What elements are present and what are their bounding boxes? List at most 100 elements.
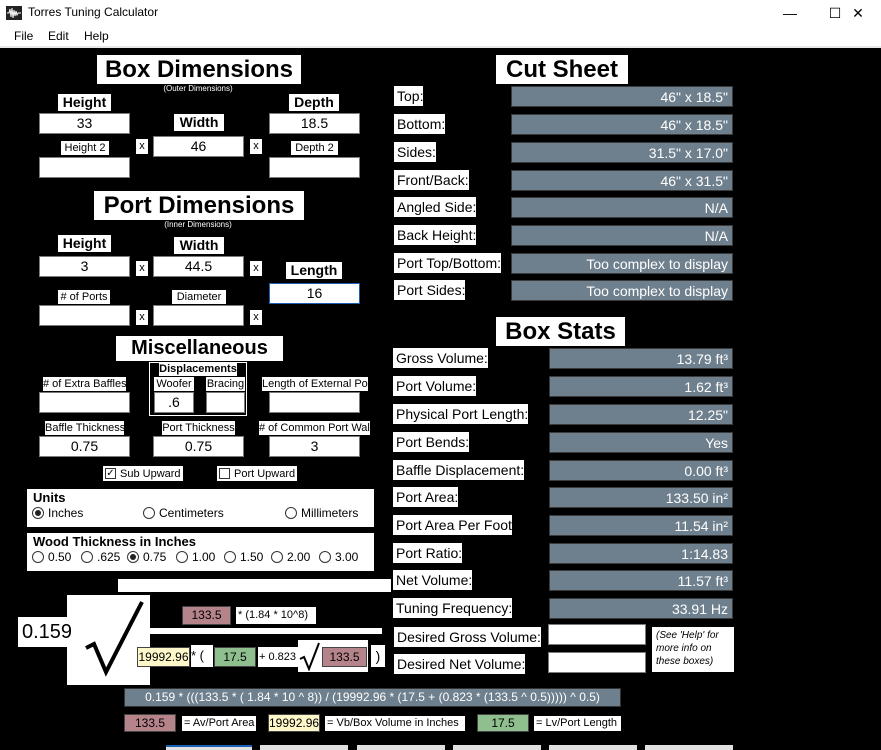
extra-baffles-input[interactable] [39, 392, 130, 413]
common-port-walls-label: # of Common Port Walls [259, 421, 370, 435]
stat-label-port-bends: Port Bends: [393, 432, 470, 452]
box-height-input[interactable]: 33 [39, 113, 130, 134]
units-title: Units [33, 490, 66, 505]
close-button[interactable]: ✕ [835, 0, 881, 26]
box-height-label: Height [58, 94, 111, 111]
box-stats-title: Box Stats [496, 317, 625, 346]
box-height2-input[interactable] [39, 157, 130, 178]
wood-option-label: 1.50 [240, 550, 264, 564]
port-thickness-input[interactable]: 0.75 [153, 436, 244, 457]
extra-baffles-label: # of Extra Baffles [43, 377, 126, 391]
box-depth2-input[interactable] [269, 157, 360, 178]
stat-label-port-area-per-foot: Port Area Per Foot [393, 515, 512, 535]
wood-300-radio[interactable]: 3.00 [319, 550, 358, 564]
external-port-input[interactable] [269, 392, 360, 413]
cut-value-bottom: 46" x 18.5" [511, 114, 733, 135]
desired-net-volume-input[interactable] [548, 652, 646, 673]
legend-vb-label: = Vb/Box Volume in Inches [325, 716, 465, 731]
cut-label-top: Top: [394, 86, 424, 106]
port-height-input[interactable]: 3 [39, 256, 130, 277]
bottom-button-2[interactable] [260, 745, 348, 750]
port-upward-checkbox[interactable]: Port Upward [217, 466, 298, 481]
cut-value-angled-side: N/A [511, 197, 733, 218]
wood-075-radio[interactable]: 0.75 [127, 550, 166, 564]
cut-sheet-list: Top: 46" x 18.5" Bottom: 46" x 18.5" Sid… [393, 86, 743, 306]
num-ports-input[interactable] [39, 305, 130, 326]
port-upward-label: Port Upward [234, 467, 296, 480]
bottom-button-4[interactable] [453, 745, 541, 750]
app-waveform-icon [6, 6, 22, 20]
box-dimensions-subtitle: (Outer Dimensions) [163, 84, 233, 93]
cut-label-port-top-bottom: Port Top/Bottom: [394, 253, 502, 273]
box-width-input[interactable]: 46 [153, 136, 244, 157]
units-centimeters-radio[interactable]: Centimeters [143, 506, 224, 520]
full-formula-display: 0.159 * (((133.5 * ( 1.84 * 10 ^ 8)) / (… [124, 688, 621, 707]
port-dimensions-subtitle: (Inner Dimensions) [164, 220, 232, 229]
stat-value-port-volume: 1.62 ft³ [549, 376, 733, 397]
menu-edit[interactable]: Edit [48, 29, 69, 43]
wood-050-radio[interactable]: 0.50 [32, 550, 71, 564]
wood-200-radio[interactable]: 2.00 [271, 550, 310, 564]
bottom-button-1[interactable] [166, 745, 252, 750]
wood-0625-radio[interactable]: .625 [81, 550, 120, 564]
legend-lv-label: = Lv/Port Length [534, 716, 621, 731]
units-inches-radio[interactable]: Inches [32, 506, 83, 520]
cut-label-angled-side: Angled Side: [394, 197, 477, 217]
close-icon: ✕ [852, 4, 864, 21]
maximize-button[interactable]: ☐ [812, 0, 858, 26]
wood-option-label: 1.00 [192, 550, 216, 564]
woofer-input[interactable]: .6 [154, 392, 194, 413]
multiply-sign: x [136, 139, 148, 154]
units-group: Units Inches Centimeters Millimeters [27, 489, 374, 527]
cut-label-front-back: Front/Back: [394, 170, 469, 190]
baffle-thickness-input[interactable]: 0.75 [39, 436, 130, 457]
maximize-icon: ☐ [828, 4, 842, 21]
stat-label-gross-volume: Gross Volume: [393, 348, 488, 368]
box-dimensions-title: Box Dimensions [97, 55, 301, 84]
fraction-line [148, 628, 382, 634]
cut-value-back-height: N/A [511, 225, 733, 246]
stat-value-tuning-frequency: 33.91 Hz [549, 598, 733, 619]
bottom-button-5[interactable] [549, 745, 637, 750]
title-bar: Torres Tuning Calculator — ☐ ✕ [0, 0, 881, 26]
wood-option-label: 0.50 [48, 550, 72, 564]
cut-label-sides: Sides: [394, 142, 436, 162]
desired-gross-volume-input[interactable] [548, 624, 646, 645]
common-port-walls-input[interactable]: 3 [269, 436, 360, 457]
legend-vb-value: 19992.96 [268, 714, 320, 732]
desired-net-volume-label: Desired Net Volume: [394, 654, 526, 674]
wood-150-radio[interactable]: 1.50 [224, 550, 263, 564]
port-length-input[interactable]: 16 [269, 283, 360, 304]
stat-label-port-ratio: Port Ratio: [393, 543, 463, 563]
baffle-thickness-label: Baffle Thickness [45, 421, 124, 435]
port-height-label: Height [58, 235, 111, 252]
stat-value-port-area: 133.50 in² [549, 487, 733, 508]
port-length-label: Length [286, 262, 342, 279]
units-centimeters-label: Centimeters [159, 506, 224, 520]
bottom-button-6[interactable] [645, 745, 733, 750]
wood-option-label: 3.00 [335, 550, 359, 564]
stat-value-port-area-per-foot: 11.54 in² [549, 515, 733, 536]
bracing-input[interactable] [206, 392, 245, 413]
bottom-button-3[interactable] [357, 745, 445, 750]
wood-option-label: 2.00 [287, 550, 311, 564]
sub-upward-checkbox[interactable]: ✓ Sub Upward [103, 466, 183, 481]
radio-icon [224, 551, 236, 563]
diameter-input[interactable] [153, 305, 244, 326]
radio-icon [32, 551, 44, 563]
cut-value-front-back: 46" x 31.5" [511, 170, 733, 191]
bracing-label: Bracing [206, 377, 245, 391]
units-millimeters-radio[interactable]: Millimeters [285, 506, 358, 520]
minimize-button[interactable]: — [767, 0, 813, 26]
cut-label-bottom: Bottom: [394, 114, 446, 134]
port-width-input[interactable]: 44.5 [153, 256, 244, 277]
stat-label-tuning-frequency: Tuning Frequency: [393, 598, 513, 618]
box-depth-input[interactable]: 18.5 [269, 113, 360, 134]
menu-file[interactable]: File [14, 29, 34, 43]
miscellaneous-title: Miscellaneous [116, 336, 283, 361]
menu-help[interactable]: Help [84, 29, 109, 43]
radio-icon [319, 551, 331, 563]
stat-label-physical-port-length: Physical Port Length: [393, 404, 529, 424]
wood-100-radio[interactable]: 1.00 [176, 550, 215, 564]
multiply-sign: x [250, 261, 262, 276]
